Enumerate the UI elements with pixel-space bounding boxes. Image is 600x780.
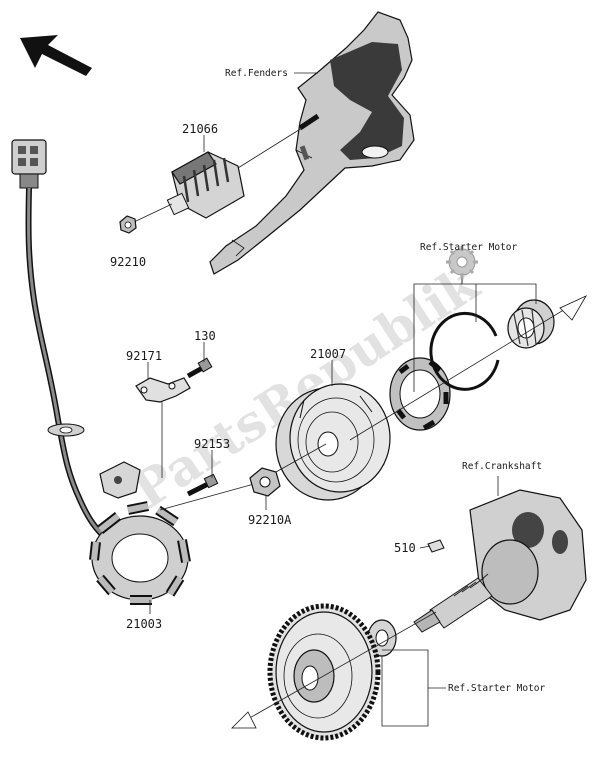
part-21007-rotor[interactable] <box>275 383 391 501</box>
bracket-starter-bottom <box>381 649 429 727</box>
bracket-starter-top <box>413 283 537 392</box>
leader-rotor-center <box>275 443 327 473</box>
part-92210-nut[interactable] <box>119 215 137 234</box>
axis-arrow-bottom <box>231 711 257 729</box>
part-number-21007: 21007 <box>310 347 346 361</box>
part-92210A-nut[interactable] <box>249 467 281 497</box>
screw-21066[interactable] <box>298 113 320 131</box>
ref-starter-motor-bottom-label: Ref.Starter Motor <box>448 683 546 694</box>
part-number-510: 510 <box>394 541 416 555</box>
leader-21003-bolt <box>159 483 255 511</box>
axis-arrow-top <box>559 295 587 321</box>
shaft-axis-line-bottom <box>231 611 437 729</box>
ref-fenders-label: Ref.Fenders <box>225 68 288 79</box>
part-92171-clamp[interactable] <box>135 377 191 403</box>
part-number-92171: 92171 <box>126 349 162 363</box>
starter-clutch-part[interactable] <box>389 357 451 431</box>
wire-clamp-bracket[interactable] <box>99 461 141 499</box>
needle-bearing-part[interactable] <box>507 299 555 349</box>
leader-21066-relay <box>237 127 303 169</box>
part-510-key[interactable] <box>427 539 445 553</box>
leader-92210-nut <box>133 203 173 223</box>
fender-part[interactable] <box>209 11 415 275</box>
starter-gear-part[interactable] <box>267 603 381 741</box>
part-number-21066: 21066 <box>182 122 218 136</box>
part-21003-stator[interactable] <box>89 501 191 605</box>
ref-crankshaft-label: Ref.Crankshaft <box>462 461 542 472</box>
part-number-92210A: 92210A <box>248 513 292 527</box>
part-130-bolt[interactable] <box>186 357 213 379</box>
wire-harness <box>25 187 110 543</box>
shaft-axis-line <box>349 299 581 441</box>
part-number-130: 130 <box>194 329 216 343</box>
part-number-92210: 92210 <box>110 255 146 269</box>
leader-510 <box>419 545 431 549</box>
crankshaft-part[interactable] <box>413 489 587 633</box>
part-92153-bolt[interactable] <box>186 473 219 497</box>
connector-plug[interactable] <box>11 139 47 189</box>
gear-icon <box>446 246 478 278</box>
part-21066-relay[interactable] <box>166 151 245 219</box>
part-number-21003: 21003 <box>126 617 162 631</box>
ref-starter-motor-top-label: Ref.Starter Motor <box>420 242 518 253</box>
front-direction-arrow-icon <box>20 35 92 76</box>
part-number-92153: 92153 <box>194 437 230 451</box>
circlip-ring-part[interactable] <box>429 311 500 391</box>
